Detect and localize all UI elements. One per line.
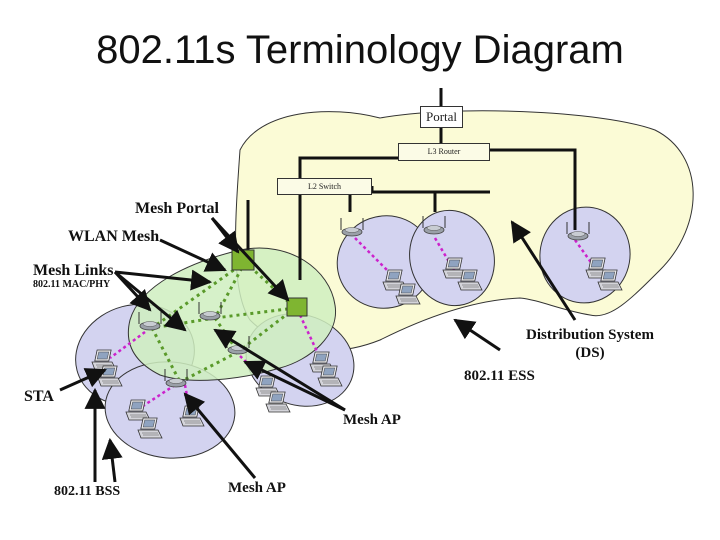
sta-label: STA	[24, 388, 54, 405]
l2-switch-box: L2 Switch	[277, 178, 372, 195]
bss-label: 802.11 BSS	[54, 484, 121, 499]
diagram-title: 802.11s Terminology Diagram	[96, 28, 624, 72]
mesh-ap-label-bottom: Mesh AP	[228, 480, 286, 496]
mesh-portal-node	[286, 297, 308, 317]
portal-box: Portal	[420, 106, 463, 128]
mesh-links-label: Mesh Links	[33, 262, 114, 279]
mesh-portal-label: Mesh Portal	[135, 200, 219, 217]
ess-label: 802.11 ESS	[464, 368, 535, 384]
wlan-mesh-label: WLAN Mesh	[68, 228, 160, 245]
mac-phy-label: 802.11 MAC/PHY	[33, 279, 111, 290]
callout-arrows	[59, 216, 577, 483]
distribution-system-label: Distribution System	[526, 327, 654, 343]
mesh-ap-label: Mesh AP	[343, 412, 401, 428]
wired-network	[246, 88, 577, 280]
l3-router-box: L3 Router	[398, 143, 490, 161]
ds-label: (DS)	[575, 345, 605, 361]
